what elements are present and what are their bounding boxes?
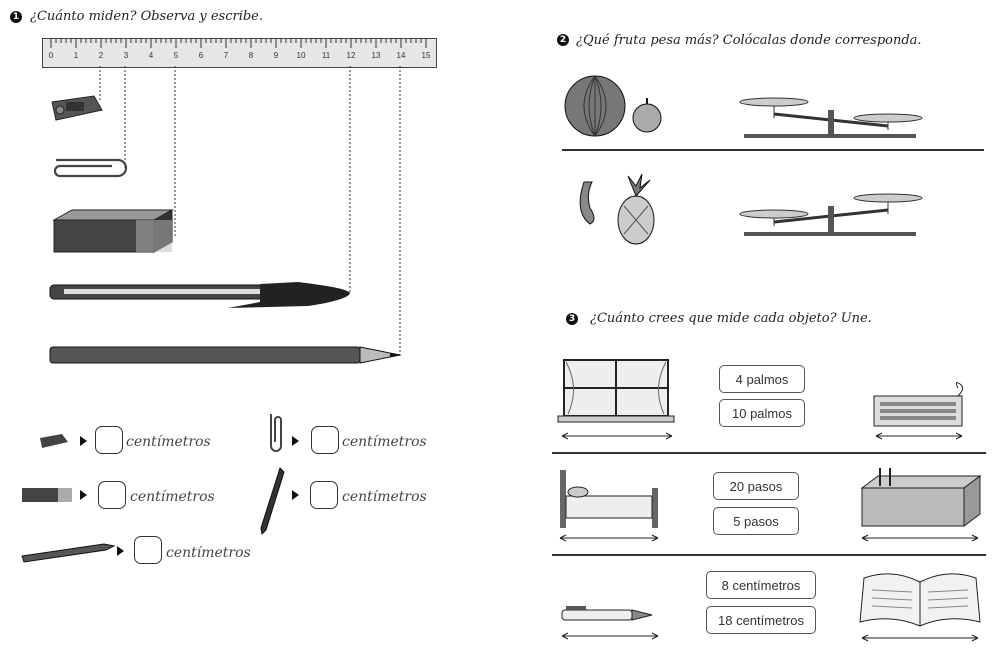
ruler-tick-label: 11 (321, 51, 331, 60)
eraser-small-icon (22, 488, 72, 502)
sharpener-unit-label: centímetros (126, 434, 211, 450)
option-8-centimetros[interactable]: 8 centímetros (706, 571, 816, 599)
balance-scale-1-icon (739, 97, 923, 138)
sharpener-small-icon (40, 434, 68, 448)
ruler-tick-label: 8 (248, 51, 254, 60)
pen-unit-label: centímetros (342, 489, 427, 505)
eraser-icon (52, 209, 174, 253)
pen-small-icon (260, 467, 285, 536)
measure-guides (99, 66, 401, 356)
ruler-tick-label: 4 (148, 51, 154, 60)
pencil-icon (49, 346, 401, 364)
pencil-small-icon (21, 543, 116, 563)
eraser-answer-box[interactable] (98, 481, 126, 509)
pencil-unit-label: centímetros (166, 545, 251, 561)
window-icon (557, 359, 675, 440)
ruler-tick-label: 6 (198, 51, 204, 60)
ruler-tick-label: 0 (48, 51, 54, 60)
pen-small-row-icon (561, 606, 659, 640)
option-4-palmos[interactable]: 4 palmos (719, 365, 805, 393)
watermelon-apple-icon (564, 75, 662, 137)
eraser-unit-label: centímetros (130, 489, 215, 505)
ruler-tick-label: 2 (98, 51, 104, 60)
balance-scale-2-icon (739, 193, 923, 236)
exercise-3-number: 3 (566, 313, 578, 325)
section-divider (562, 149, 984, 151)
pen-answer-box[interactable] (310, 481, 338, 509)
ruler-tick-label: 15 (421, 51, 431, 60)
ruler-tick-label: 12 (346, 51, 356, 60)
keyboard-icon (873, 382, 964, 440)
exercise-2-number: 2 (557, 34, 569, 46)
banana-pineapple-icon (579, 173, 655, 245)
arrow-icon (292, 490, 299, 500)
ruler-tick-label: 7 (223, 51, 229, 60)
section-divider (552, 452, 986, 454)
ruler-tick-label: 9 (273, 51, 279, 60)
exercise-1-number: 1 (10, 11, 22, 23)
ruler-tick-label: 14 (396, 51, 406, 60)
option-18-centimetros[interactable]: 18 centímetros (706, 606, 816, 634)
ruler-tick-label: 1 (73, 51, 79, 60)
pen-icon (49, 282, 350, 308)
exercise-2-title: ¿Qué fruta pesa más? Colócalas donde cor… (576, 33, 922, 48)
swimming-pool-icon (860, 468, 982, 542)
open-book-icon (859, 573, 981, 642)
paper-clip-unit-label: centímetros (342, 434, 427, 450)
exercise-1-title: ¿Cuánto miden? Observa y escribe. (30, 9, 263, 24)
exercise-3-title: ¿Cuánto crees que mide cada objeto? Une. (590, 311, 872, 326)
paper-clip-answer-box[interactable] (311, 426, 339, 454)
pencil-answer-box[interactable] (134, 536, 162, 564)
arrow-icon (80, 436, 87, 446)
section-divider (552, 554, 986, 556)
ruler-tick-label: 10 (296, 51, 306, 60)
option-20-pasos[interactable]: 20 pasos (713, 472, 799, 500)
arrow-icon (292, 436, 299, 446)
ruler-tick-label: 13 (371, 51, 381, 60)
bed-icon (559, 470, 659, 542)
paper-clip-icon (53, 158, 128, 178)
ruler-tick-label: 3 (123, 51, 129, 60)
option-5-pasos[interactable]: 5 pasos (713, 507, 799, 535)
arrow-icon (117, 546, 124, 556)
option-10-palmos[interactable]: 10 palmos (719, 399, 805, 427)
ruler-tick-label: 5 (173, 51, 179, 60)
arrow-icon (80, 490, 87, 500)
ruler-ticks-graphic (50, 39, 427, 48)
paper-clip-small-icon (270, 414, 282, 452)
sharpener-answer-box[interactable] (95, 426, 123, 454)
sharpener-icon (51, 95, 103, 121)
